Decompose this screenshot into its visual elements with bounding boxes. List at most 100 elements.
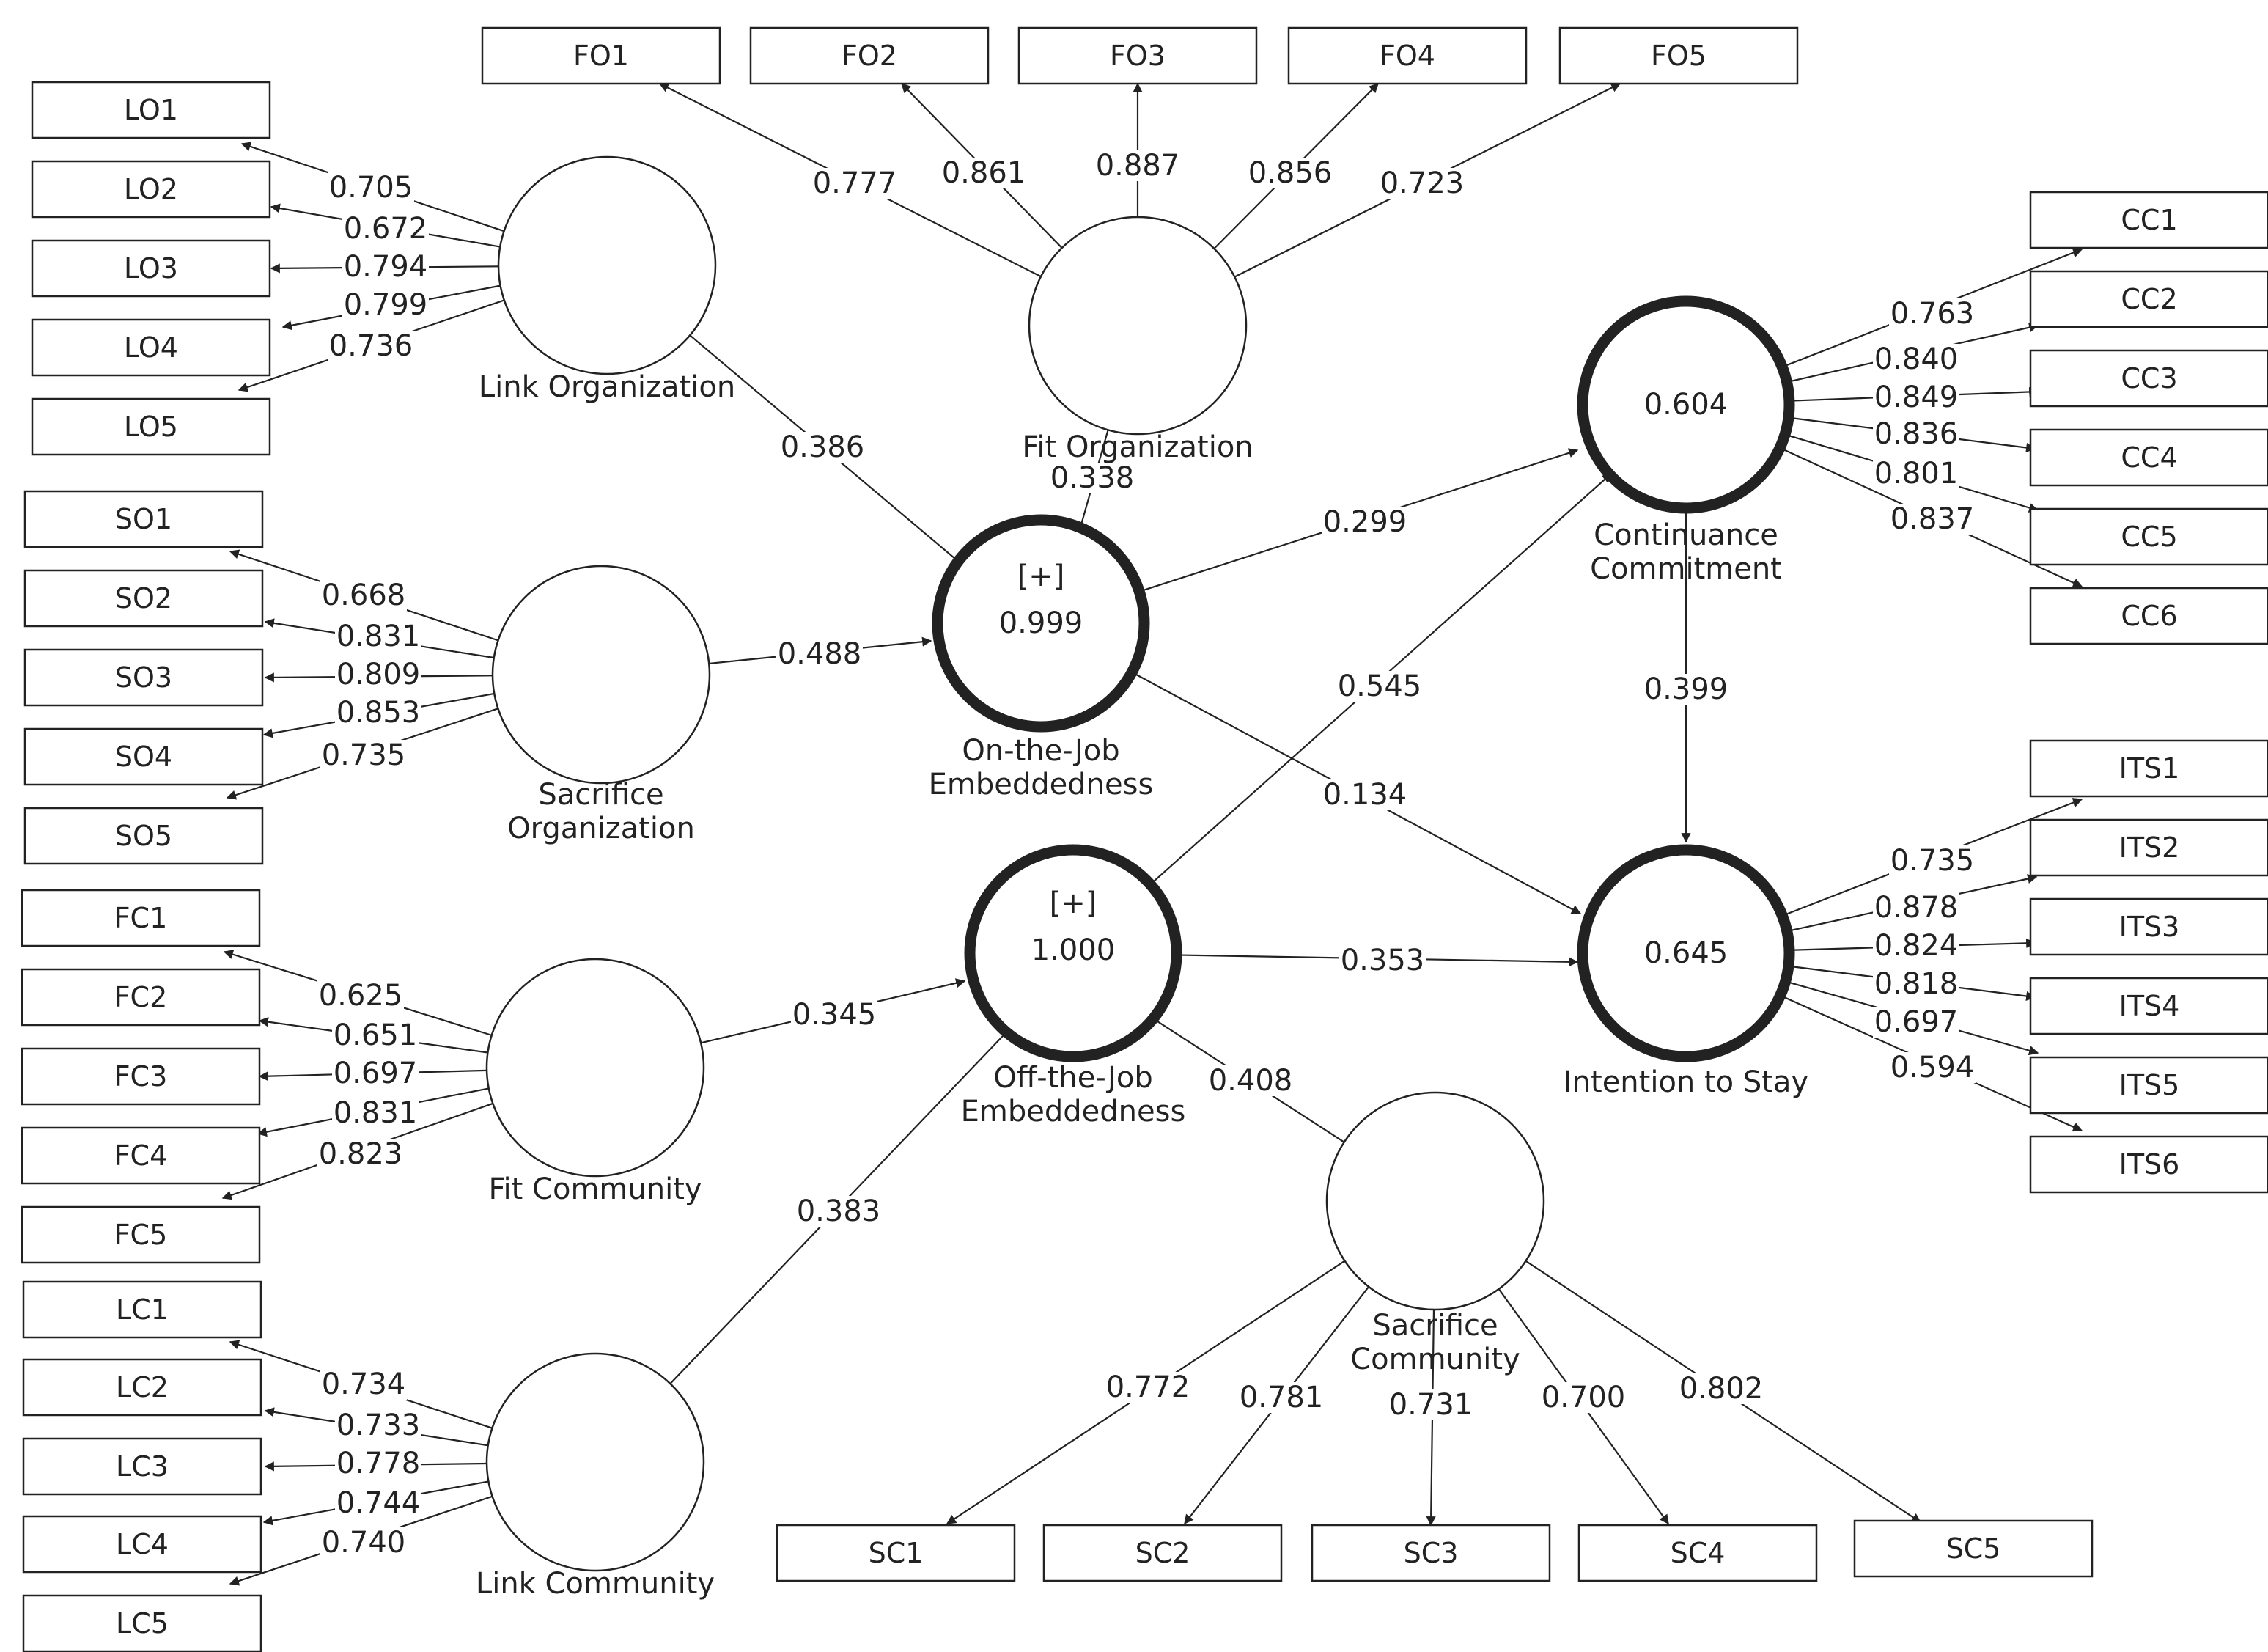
loading-value-lo1-bg — [328, 172, 414, 203]
latent-circle-fc[interactable] — [485, 958, 705, 1178]
latent-circle-cc[interactable] — [1577, 295, 1795, 514]
indicator-label-sc4: SC4 — [1671, 1537, 1726, 1569]
indicator-box-sc2[interactable] — [1042, 1524, 1283, 1582]
path-coef-fc-ofj: 0.345 — [791, 998, 877, 1032]
indicator-box-so4[interactable] — [23, 727, 264, 786]
latent-circle-lo[interactable] — [497, 155, 717, 375]
indicator-box-sc4[interactable] — [1577, 1524, 1818, 1582]
svg-text:0.697: 0.697 — [1874, 1005, 1959, 1039]
path-coef-fo-onj: 0.338 — [1049, 461, 1135, 495]
loading-value-fc1-bg — [317, 980, 404, 1011]
indicator-box-fo5[interactable] — [1558, 26, 1799, 85]
indicator-box-lo4[interactable] — [31, 318, 271, 377]
indicator-box-cc5[interactable] — [2029, 507, 2268, 566]
svg-text:0.778: 0.778 — [336, 1447, 421, 1480]
loading-value-cc4: 0.836 — [1873, 417, 1959, 451]
latent-name-onj-line2: Embeddedness — [929, 768, 1154, 801]
indicator-box-cc6[interactable] — [2029, 587, 2268, 645]
indicator-label-so2: SO2 — [115, 582, 172, 614]
loading-value-lc5: 0.740 — [320, 1526, 407, 1560]
indicator-box-its5[interactable] — [2029, 1056, 2268, 1115]
svg-text:0.399: 0.399 — [1644, 672, 1728, 706]
indicator-box-lc3[interactable] — [22, 1437, 262, 1496]
indicator-label-so1: SO1 — [115, 503, 172, 535]
svg-text:0.801: 0.801 — [1874, 457, 1959, 491]
indicator-label-cc1: CC1 — [2121, 204, 2177, 236]
svg-text:0.735: 0.735 — [322, 738, 406, 772]
indicator-box-so5[interactable] — [23, 807, 264, 865]
indicator-box-fo4[interactable] — [1287, 26, 1528, 85]
indicator-box-lo2[interactable] — [31, 160, 271, 219]
indicator-box-cc4[interactable] — [2029, 428, 2268, 487]
loading-value-sc4: 0.700 — [1540, 1381, 1627, 1414]
latent-name-sc-line2: Community — [1350, 1343, 1520, 1376]
svg-text:0.651: 0.651 — [334, 1018, 418, 1052]
indicator-box-fc1[interactable] — [21, 889, 261, 947]
latent-name-ofj-line2: Embeddedness — [961, 1095, 1186, 1128]
latent-badge-ofj: [+] — [1050, 886, 1097, 920]
indicator-box-lc5[interactable] — [22, 1594, 262, 1652]
indicator-box-lc4[interactable] — [22, 1515, 262, 1574]
indicator-box-lc1[interactable] — [22, 1280, 262, 1339]
latent-circle-onj[interactable] — [932, 514, 1150, 733]
loading-value-fo3-bg — [1094, 150, 1181, 181]
indicator-box-fo3[interactable] — [1017, 26, 1258, 85]
svg-text:0.823: 0.823 — [319, 1137, 403, 1171]
indicator-box-its1[interactable] — [2029, 739, 2268, 798]
svg-text:0.856: 0.856 — [1248, 156, 1333, 190]
indicator-box-fo2[interactable] — [749, 26, 990, 85]
indicator-box-fc3[interactable] — [21, 1047, 261, 1106]
loading-value-its2: 0.878 — [1873, 891, 1959, 925]
svg-text:0.700: 0.700 — [1542, 1381, 1626, 1414]
indicator-box-so1[interactable] — [23, 490, 264, 548]
indicator-label-so4: SO4 — [115, 741, 172, 773]
path-coef-lc-ofj-bg — [795, 1196, 882, 1227]
loading-value-cc1-bg — [1889, 298, 1976, 329]
svg-text:0.488: 0.488 — [778, 637, 862, 671]
indicator-box-lo3[interactable] — [31, 239, 271, 298]
path-coef-onj-its-bg — [1322, 779, 1408, 810]
loading-value-so1-bg — [320, 580, 407, 611]
loading-value-lc4-bg — [335, 1488, 421, 1519]
loading-value-sc2-bg — [1238, 1382, 1325, 1413]
latent-circle-sc[interactable] — [1325, 1091, 1545, 1311]
latent-circle-its[interactable] — [1577, 844, 1795, 1062]
indicator-box-its2[interactable] — [2029, 818, 2268, 877]
indicator-box-fc4[interactable] — [21, 1126, 261, 1185]
indicator-box-its3[interactable] — [2029, 897, 2268, 956]
indicator-box-sc1[interactable] — [776, 1524, 1016, 1582]
loading-value-lc3-bg — [335, 1448, 421, 1479]
latent-r2-onj: 0.999 — [999, 606, 1083, 640]
loading-value-fo2: 0.861 — [940, 156, 1027, 190]
indicator-label-so5: SO5 — [115, 820, 172, 852]
indicator-box-sc3[interactable] — [1311, 1524, 1551, 1582]
svg-text:0.887: 0.887 — [1096, 149, 1180, 183]
latent-circle-so[interactable] — [491, 565, 711, 785]
svg-text:0.353: 0.353 — [1341, 944, 1425, 977]
loading-value-lc1-bg — [320, 1369, 407, 1400]
loading-value-its6-bg — [1889, 1052, 1976, 1083]
path-coef-ofj-its-bg — [1339, 945, 1426, 976]
indicator-box-so2[interactable] — [23, 569, 264, 628]
indicator-box-cc2[interactable] — [2029, 270, 2268, 328]
svg-text:0.831: 0.831 — [334, 1096, 418, 1130]
indicator-box-fc5[interactable] — [21, 1205, 261, 1264]
indicator-box-its4[interactable] — [2029, 977, 2268, 1035]
svg-text:0.723: 0.723 — [1380, 166, 1465, 200]
indicator-box-lc2[interactable] — [22, 1358, 262, 1417]
latent-circle-lc[interactable] — [485, 1352, 705, 1572]
indicator-box-sc5[interactable] — [1853, 1519, 2094, 1578]
indicator-box-cc3[interactable] — [2029, 349, 2268, 408]
latent-circle-fo[interactable] — [1028, 216, 1248, 436]
indicator-label-cc2: CC2 — [2121, 283, 2177, 315]
indicator-box-lo5[interactable] — [31, 397, 271, 456]
loading-value-its4-bg — [1873, 969, 1959, 999]
indicator-box-so3[interactable] — [23, 648, 264, 707]
indicator-box-cc1[interactable] — [2029, 191, 2268, 249]
indicator-box-its6[interactable] — [2029, 1135, 2268, 1194]
indicator-box-lo1[interactable] — [31, 81, 271, 139]
indicator-box-fc2[interactable] — [21, 968, 261, 1027]
svg-text:0.781: 0.781 — [1240, 1381, 1324, 1414]
latent-circle-ofj[interactable] — [964, 844, 1182, 1062]
indicator-box-fo1[interactable] — [481, 26, 721, 85]
